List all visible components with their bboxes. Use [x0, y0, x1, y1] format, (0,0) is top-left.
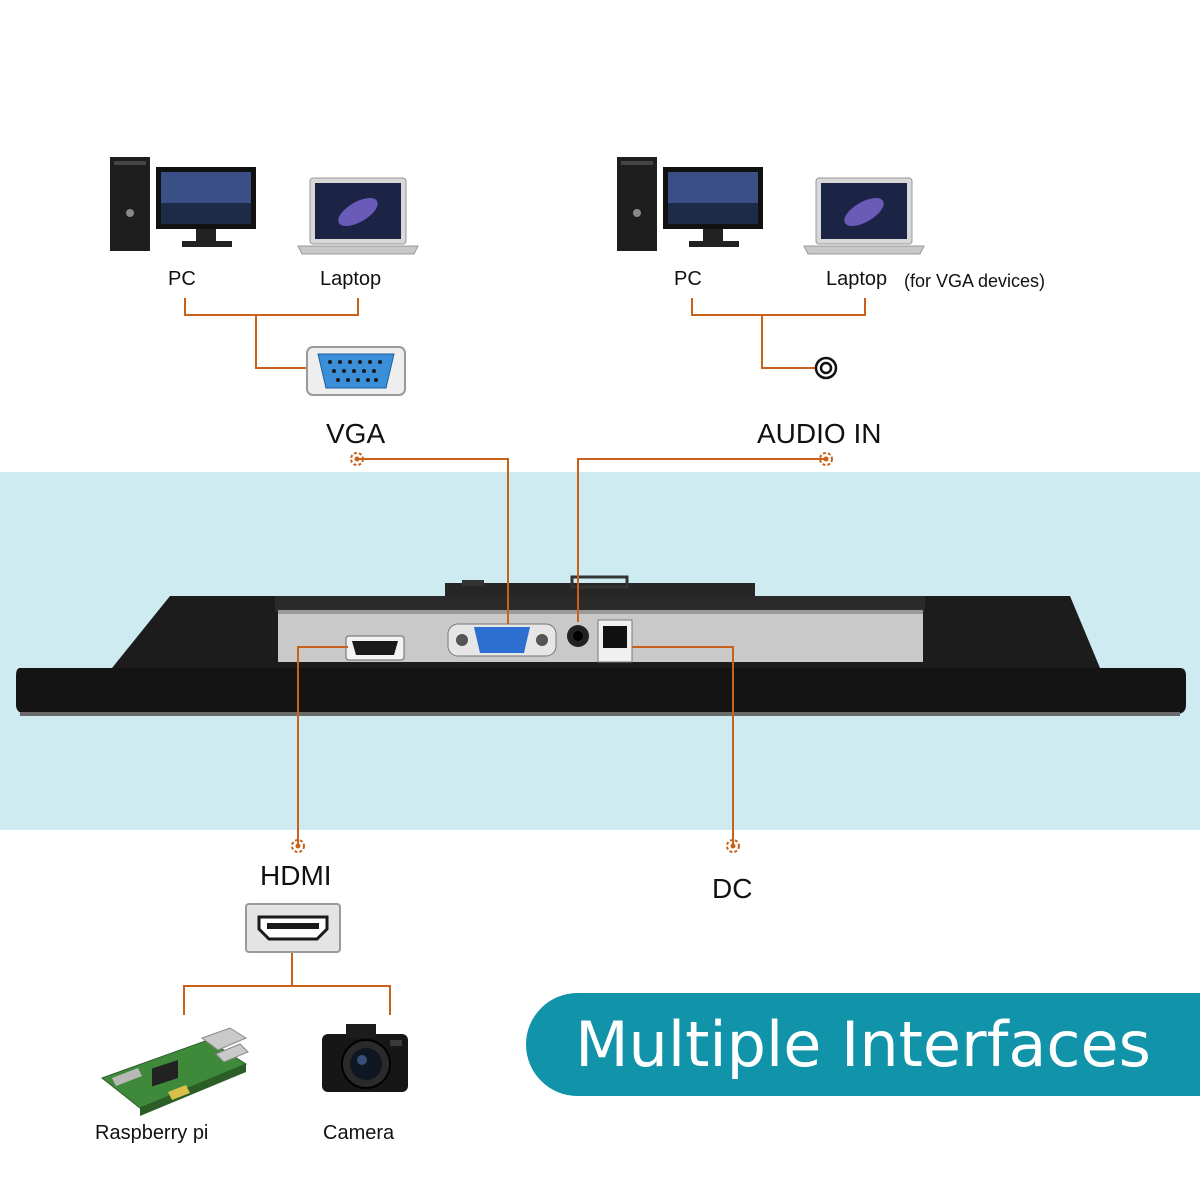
audio-port-label: AUDIO IN: [757, 418, 882, 449]
vga-pc-label: PC: [168, 268, 196, 290]
raspberry-pi-icon: [100, 1027, 249, 1116]
audio-port: [567, 625, 589, 647]
audio-pc-label: PC: [674, 268, 702, 290]
audio-jack-icon: [814, 356, 838, 380]
dc-port-label: DC: [712, 873, 753, 904]
dc-port: [597, 619, 633, 663]
vga-laptop-label: Laptop: [320, 268, 382, 290]
desktop-pc-icon: [110, 157, 256, 251]
vga-port-label: VGA: [326, 418, 386, 449]
vga-connector-icon: [306, 346, 406, 396]
desktop-pc-icon: [617, 157, 763, 251]
vga-port: [447, 623, 557, 657]
audio-laptop-note: (for VGA devices): [904, 271, 1046, 291]
banner-title: Multiple Interfaces: [575, 1008, 1151, 1081]
port-marker-icon: [291, 452, 833, 853]
camera-icon: [322, 1024, 408, 1092]
hdmi-port-label: HDMI: [260, 860, 332, 891]
connection-lines: [183, 298, 866, 1015]
audio-laptop-label: Laptop: [826, 268, 888, 290]
raspberry-pi-label: Raspberry pi: [95, 1122, 209, 1144]
monitor-bottom-view: [16, 575, 1186, 716]
feature-banner: Multiple Interfaces: [526, 993, 1200, 1096]
laptop-icon: [803, 177, 925, 255]
camera-label: Camera: [323, 1122, 395, 1144]
laptop-icon: [297, 177, 419, 255]
hdmi-connector-icon: [245, 903, 341, 953]
hdmi-port: [345, 635, 405, 661]
